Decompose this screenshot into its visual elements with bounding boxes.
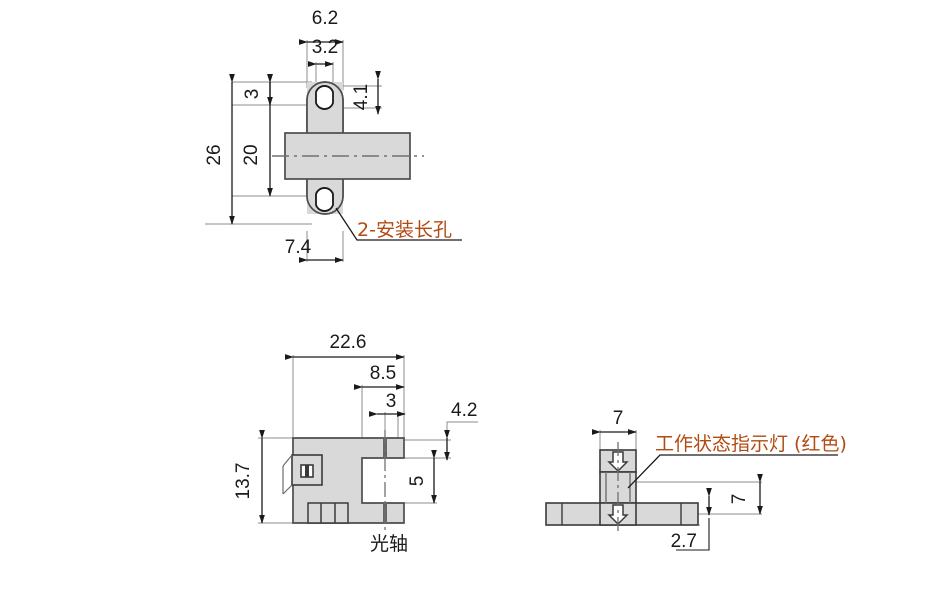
dim-2-7: 2.7 — [671, 487, 712, 552]
dim-7-side-label: 7 — [729, 494, 750, 505]
adjuster-bevel-bottom — [282, 484, 293, 495]
callout-slot-leader — [335, 207, 462, 241]
dim-7-side: 7 — [729, 473, 763, 515]
dim-3-2: 3.2 — [307, 37, 338, 67]
dim-13-7-label: 13.7 — [233, 463, 254, 500]
mounting-slot-upper — [315, 85, 334, 110]
slot-edge-upper — [383, 438, 387, 458]
dim-7-4: 7.4 — [285, 237, 344, 263]
dim-3-front: 3 — [368, 391, 406, 417]
dim-3-2-label: 3.2 — [312, 37, 338, 58]
dim-8-5-label: 8.5 — [370, 363, 396, 384]
mounting-slot-lower — [315, 187, 334, 212]
dim-7-4-label: 7.4 — [285, 237, 312, 258]
dim-6-2: 6.2 — [298, 8, 344, 45]
callout-slot-text: 2-安装长孔 — [357, 219, 452, 241]
dim-3-vertical: 3 — [242, 73, 273, 106]
dim-4-2: 4.2 — [444, 400, 478, 461]
dim-4-1-label: 4.1 — [351, 84, 372, 110]
dim-2-7-label: 2.7 — [671, 531, 697, 552]
adjuster-bevel-top — [282, 454, 293, 467]
beam-arrow-lower — [607, 504, 629, 526]
dim-20-label: 20 — [241, 144, 262, 165]
side-view-group: 7 7 2.7 — [545, 408, 847, 552]
callout-indicator-text: 工作状态指示灯 (红色) — [655, 433, 847, 455]
callout-indicator-leader — [627, 454, 838, 489]
dim-13-7: 13.7 — [233, 429, 265, 524]
dim-4-1: 4.1 — [351, 70, 381, 115]
top-view-group: 6.2 3.2 4.1 3 20 — [204, 8, 462, 263]
dim-7-top-label: 7 — [613, 408, 624, 429]
dim-7-top: 7 — [591, 408, 637, 435]
dim-22-6: 22.6 — [284, 332, 405, 360]
dim-5: 5 — [407, 449, 437, 504]
connector-fins — [307, 502, 349, 524]
dim-26-label: 26 — [204, 144, 225, 165]
dim-3-front-label: 3 — [386, 391, 397, 412]
dim-8-5: 8.5 — [353, 363, 405, 390]
label-optical-axis: 光轴 — [370, 533, 408, 555]
dim-4-2-label: 4.2 — [451, 400, 477, 421]
dim-20: 20 — [241, 73, 273, 197]
dim-5-label: 5 — [407, 476, 428, 487]
adjuster-screw-slot — [305, 465, 309, 477]
dim-3-vertical-label: 3 — [242, 89, 263, 100]
dim-26: 26 — [204, 73, 235, 225]
front-view-group: 22.6 8.5 3 4.2 5 — [233, 332, 478, 555]
dim-22-6-label: 22.6 — [330, 332, 367, 353]
dim-6-2-label: 6.2 — [312, 8, 338, 29]
